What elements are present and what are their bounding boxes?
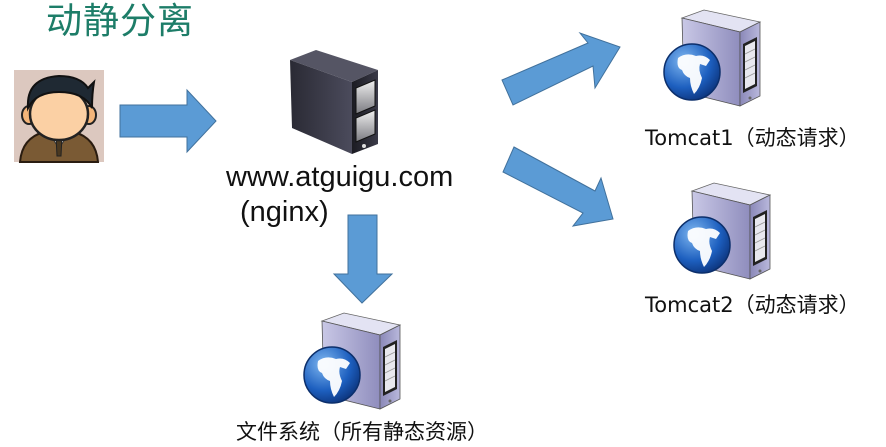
nginx-host-label: www.atguigu.com (226, 161, 454, 193)
web-server-globe-icon (673, 182, 772, 280)
filesystem-label: 文件系统（所有静态资源） (236, 420, 488, 444)
user-avatar-icon (14, 70, 104, 163)
nginx-name-label: (nginx) (240, 196, 329, 228)
black-server-icon (290, 50, 378, 154)
tomcat2-label: Tomcat2（动态请求） (645, 293, 860, 317)
tomcat1-label: Tomcat1（动态请求） (645, 126, 860, 150)
web-server-globe-icon (663, 9, 762, 107)
web-server-globe-icon (303, 312, 402, 410)
diagram-title: 动静分离 (46, 1, 195, 42)
